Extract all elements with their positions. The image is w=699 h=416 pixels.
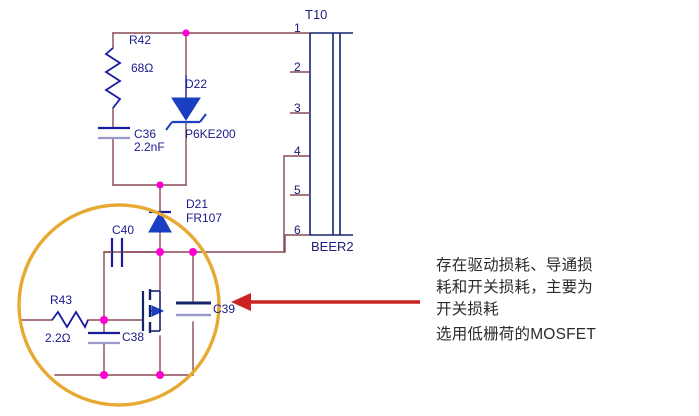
label-r42-value: 68Ω [131,61,154,75]
label-c36-value: 2.2nF [134,140,165,154]
transformer-pin-5: 5 [294,183,301,197]
resistor-r43 [51,310,89,329]
label-c38-ref: C38 [122,330,145,344]
label-d21-ref: D21 [186,197,209,211]
label-r42-ref: R42 [129,33,152,47]
label-t10-ref: T10 [305,7,328,22]
label-c36-ref: C36 [134,127,157,141]
junction-gate [100,316,108,324]
annotation-line-1: 存在驱动损耗、导通损 [436,257,594,274]
label-r43-ref: R43 [50,293,73,307]
capacitor-c40 [104,238,160,267]
capacitor-c39 [176,301,211,317]
annotation-line-2: 耗和开关损耗，主要为 [436,279,594,296]
wire-pin6 [284,234,311,253]
label-d22-value: P6KE200 [185,127,236,141]
label-r43-value: 2.2Ω [45,331,71,345]
capacitor-c36 [98,126,130,140]
label-c40-ref: C40 [112,223,135,237]
mosfet-q1 [141,289,165,333]
label-d22-ref: D22 [185,77,208,91]
junction-source [156,371,164,379]
resistor-r42 [104,47,122,109]
annotation-line-4: 选用低栅荷的MOSFET [436,326,596,343]
wire-pin4 [283,155,311,253]
label-c39-ref: C39 [213,302,236,316]
junction-c38-bottom [100,371,108,379]
transformer-pin-1: 1 [294,21,301,35]
transformer-pin-4: 4 [294,144,301,158]
transformer-t10 [290,32,353,236]
junction-mid [156,181,164,189]
junction-top [182,29,190,37]
highlight-circle [17,203,221,407]
annotation-line-3: 开关损耗 [436,301,499,318]
capacitor-c38 [88,331,120,345]
transformer-pin-6: 6 [294,223,301,237]
junction-drain [156,248,164,256]
transformer-pin-3: 3 [294,101,301,115]
diode-d22 [165,33,207,131]
junction-dots [100,29,197,379]
label-t10-part: BEER2 [311,239,354,254]
annotation-arrow [231,293,420,311]
label-d21-value: FR107 [186,211,223,225]
junction-c39-top [189,248,197,256]
transformer-pin-2: 2 [294,60,301,74]
